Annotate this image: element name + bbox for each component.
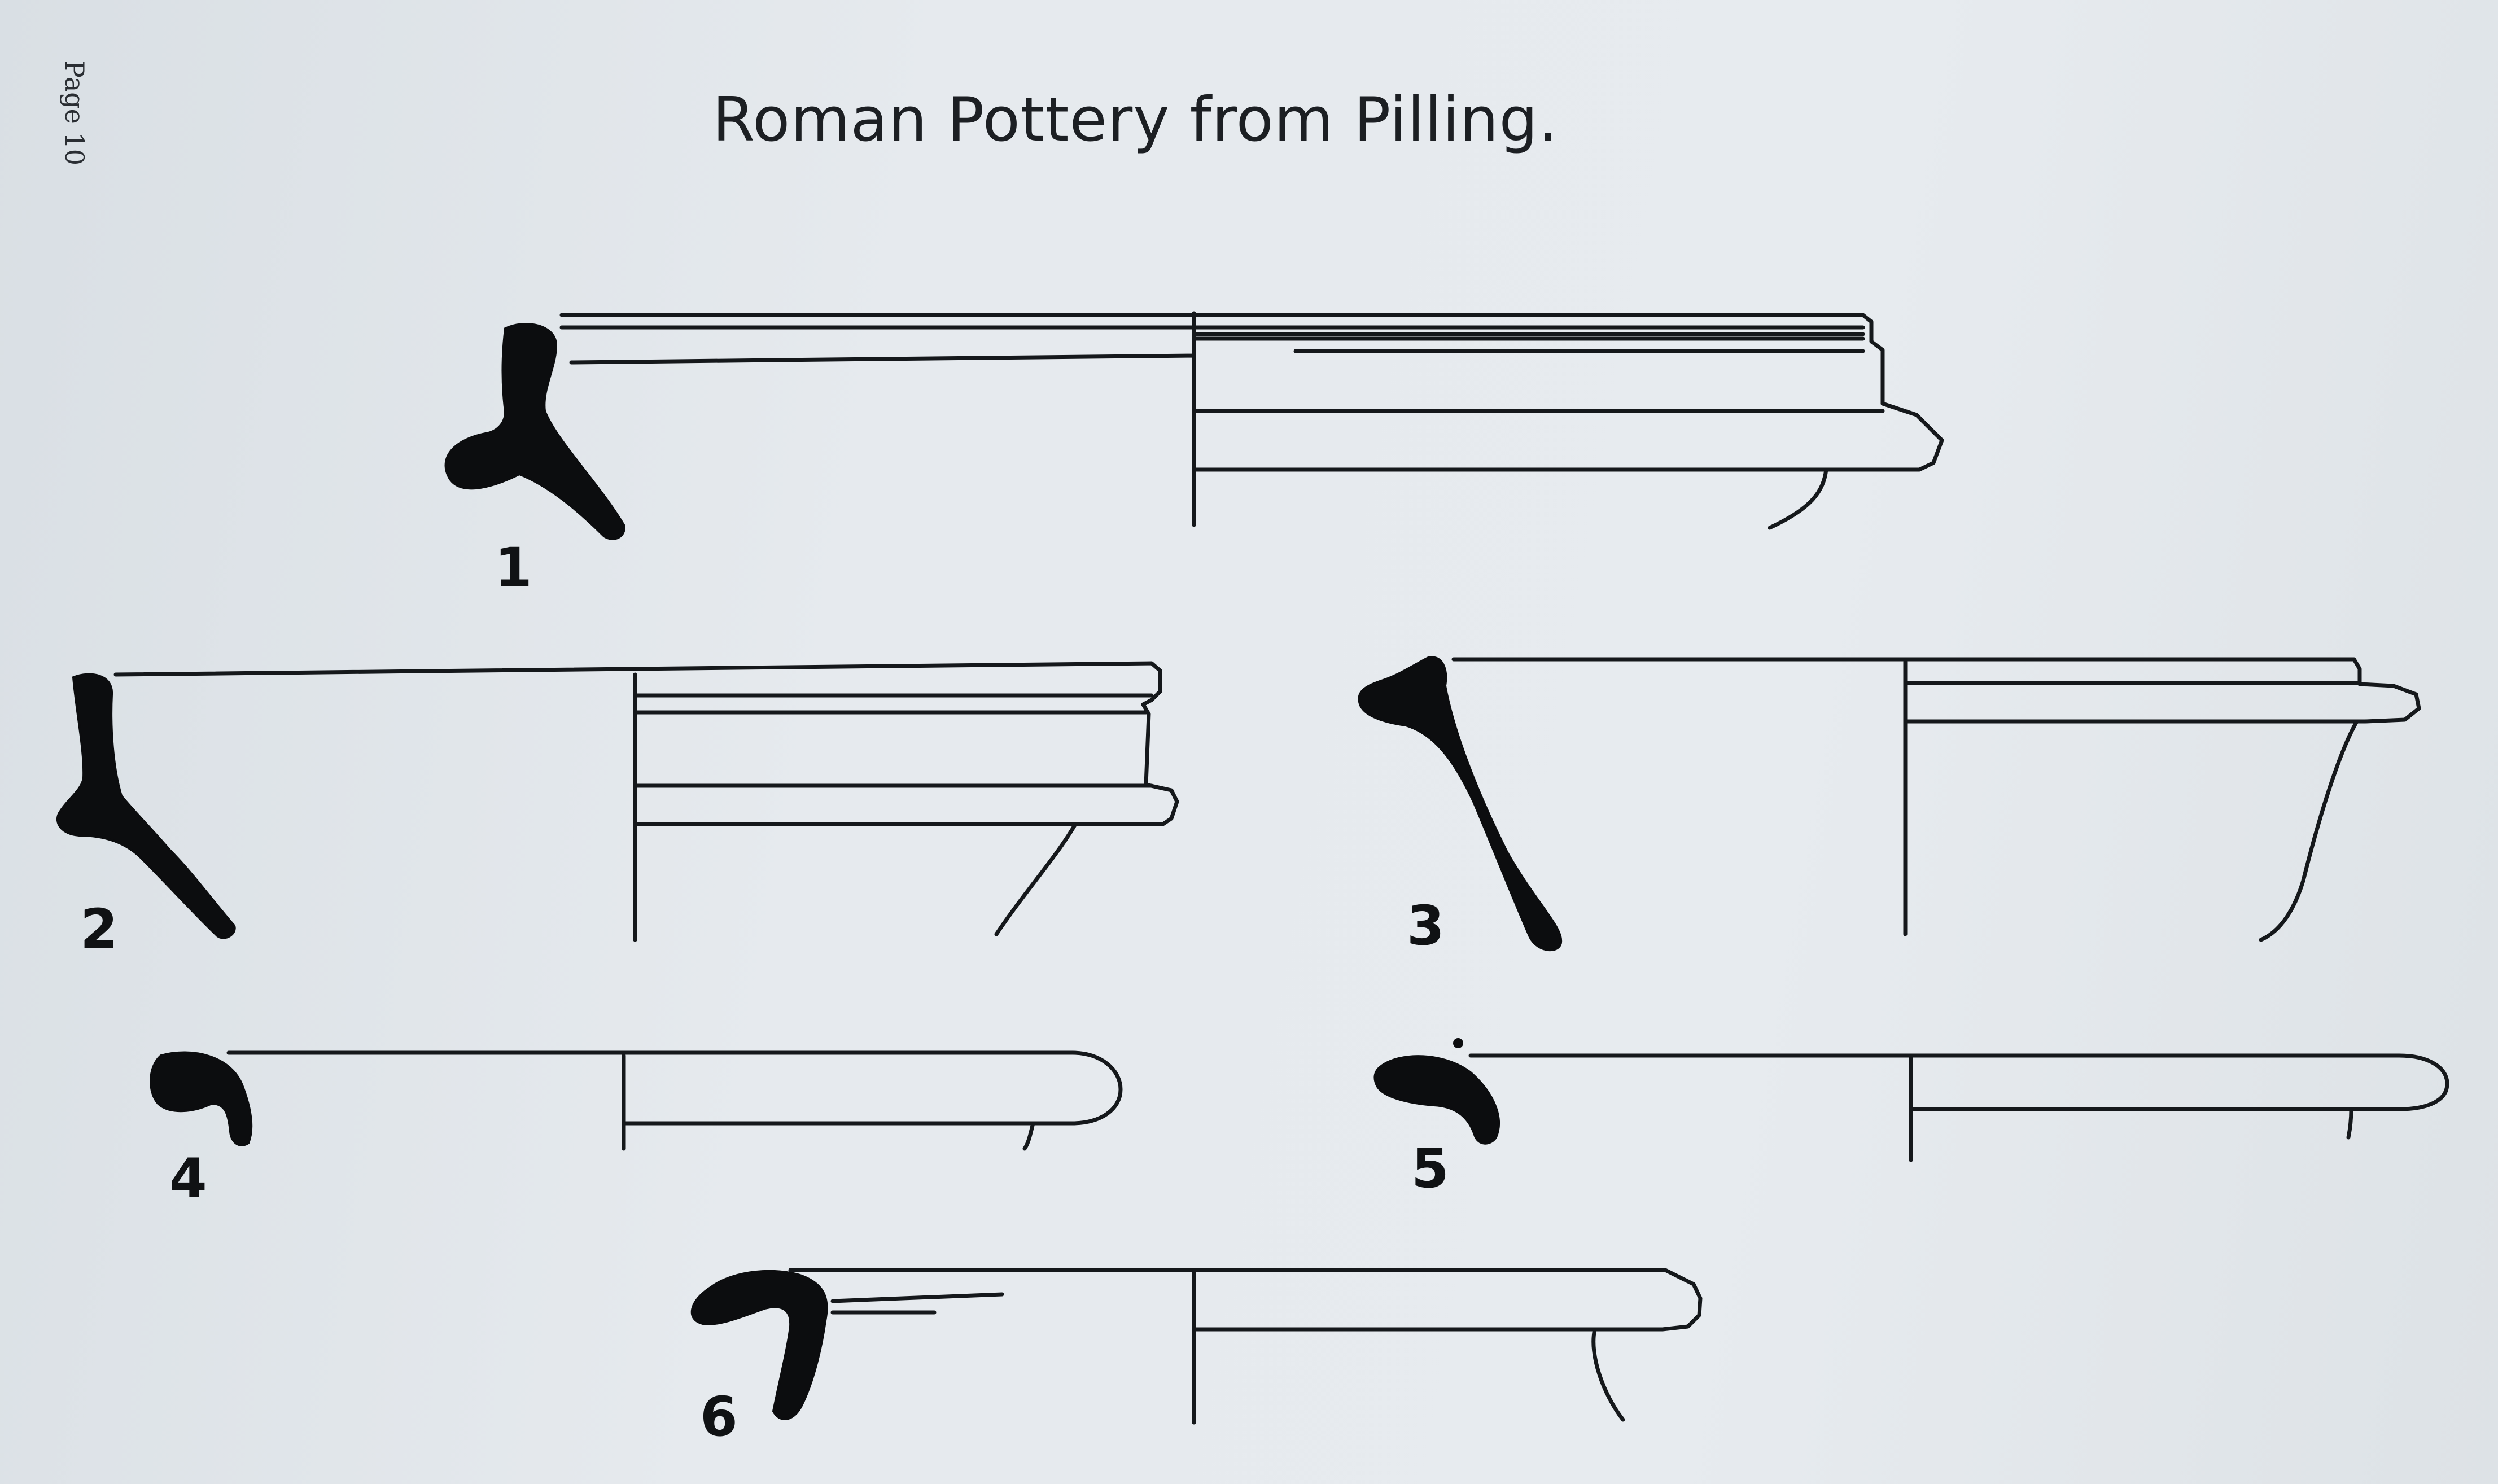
vessel-4-section: [150, 1051, 253, 1146]
vessel-6-section: [690, 1270, 828, 1420]
vessel-5-profile-lines: [1468, 1053, 2449, 1162]
figure-label-4: 4: [169, 1147, 207, 1210]
vessel-drawing-5: [1373, 1038, 2449, 1162]
vessel-4-profile-lines: [226, 1050, 1123, 1151]
vessel-drawing-4: [150, 1050, 1123, 1151]
vessel-3-section: [1358, 656, 1563, 952]
vessel-5-section: [1373, 1055, 1500, 1145]
figure-label-1: 1: [495, 536, 532, 599]
figure-label-6: 6: [700, 1385, 738, 1448]
vessel-2-section: [56, 673, 236, 939]
page-title: Roman Pottery from Pilling.: [712, 85, 1559, 155]
vessel-drawing-3: [1358, 656, 2421, 952]
vessel-6-profile-lines: [788, 1268, 1703, 1425]
vessel-3-profile-lines: [1451, 657, 2421, 942]
vessel-1-profile-lines: [559, 311, 1944, 530]
figure-label-3: 3: [1407, 894, 1445, 957]
vessel-2-profile-lines: [113, 661, 1179, 942]
vessel-drawing-1: [444, 311, 1944, 540]
figure-label-5: 5: [1411, 1137, 1449, 1200]
vessel-1-section: [444, 323, 625, 540]
vessel-drawing-6: [690, 1268, 1703, 1425]
vessel-drawing-2: [56, 661, 1179, 942]
figure-label-2: 2: [80, 898, 118, 961]
vessel-5-dot: [1453, 1038, 1463, 1048]
